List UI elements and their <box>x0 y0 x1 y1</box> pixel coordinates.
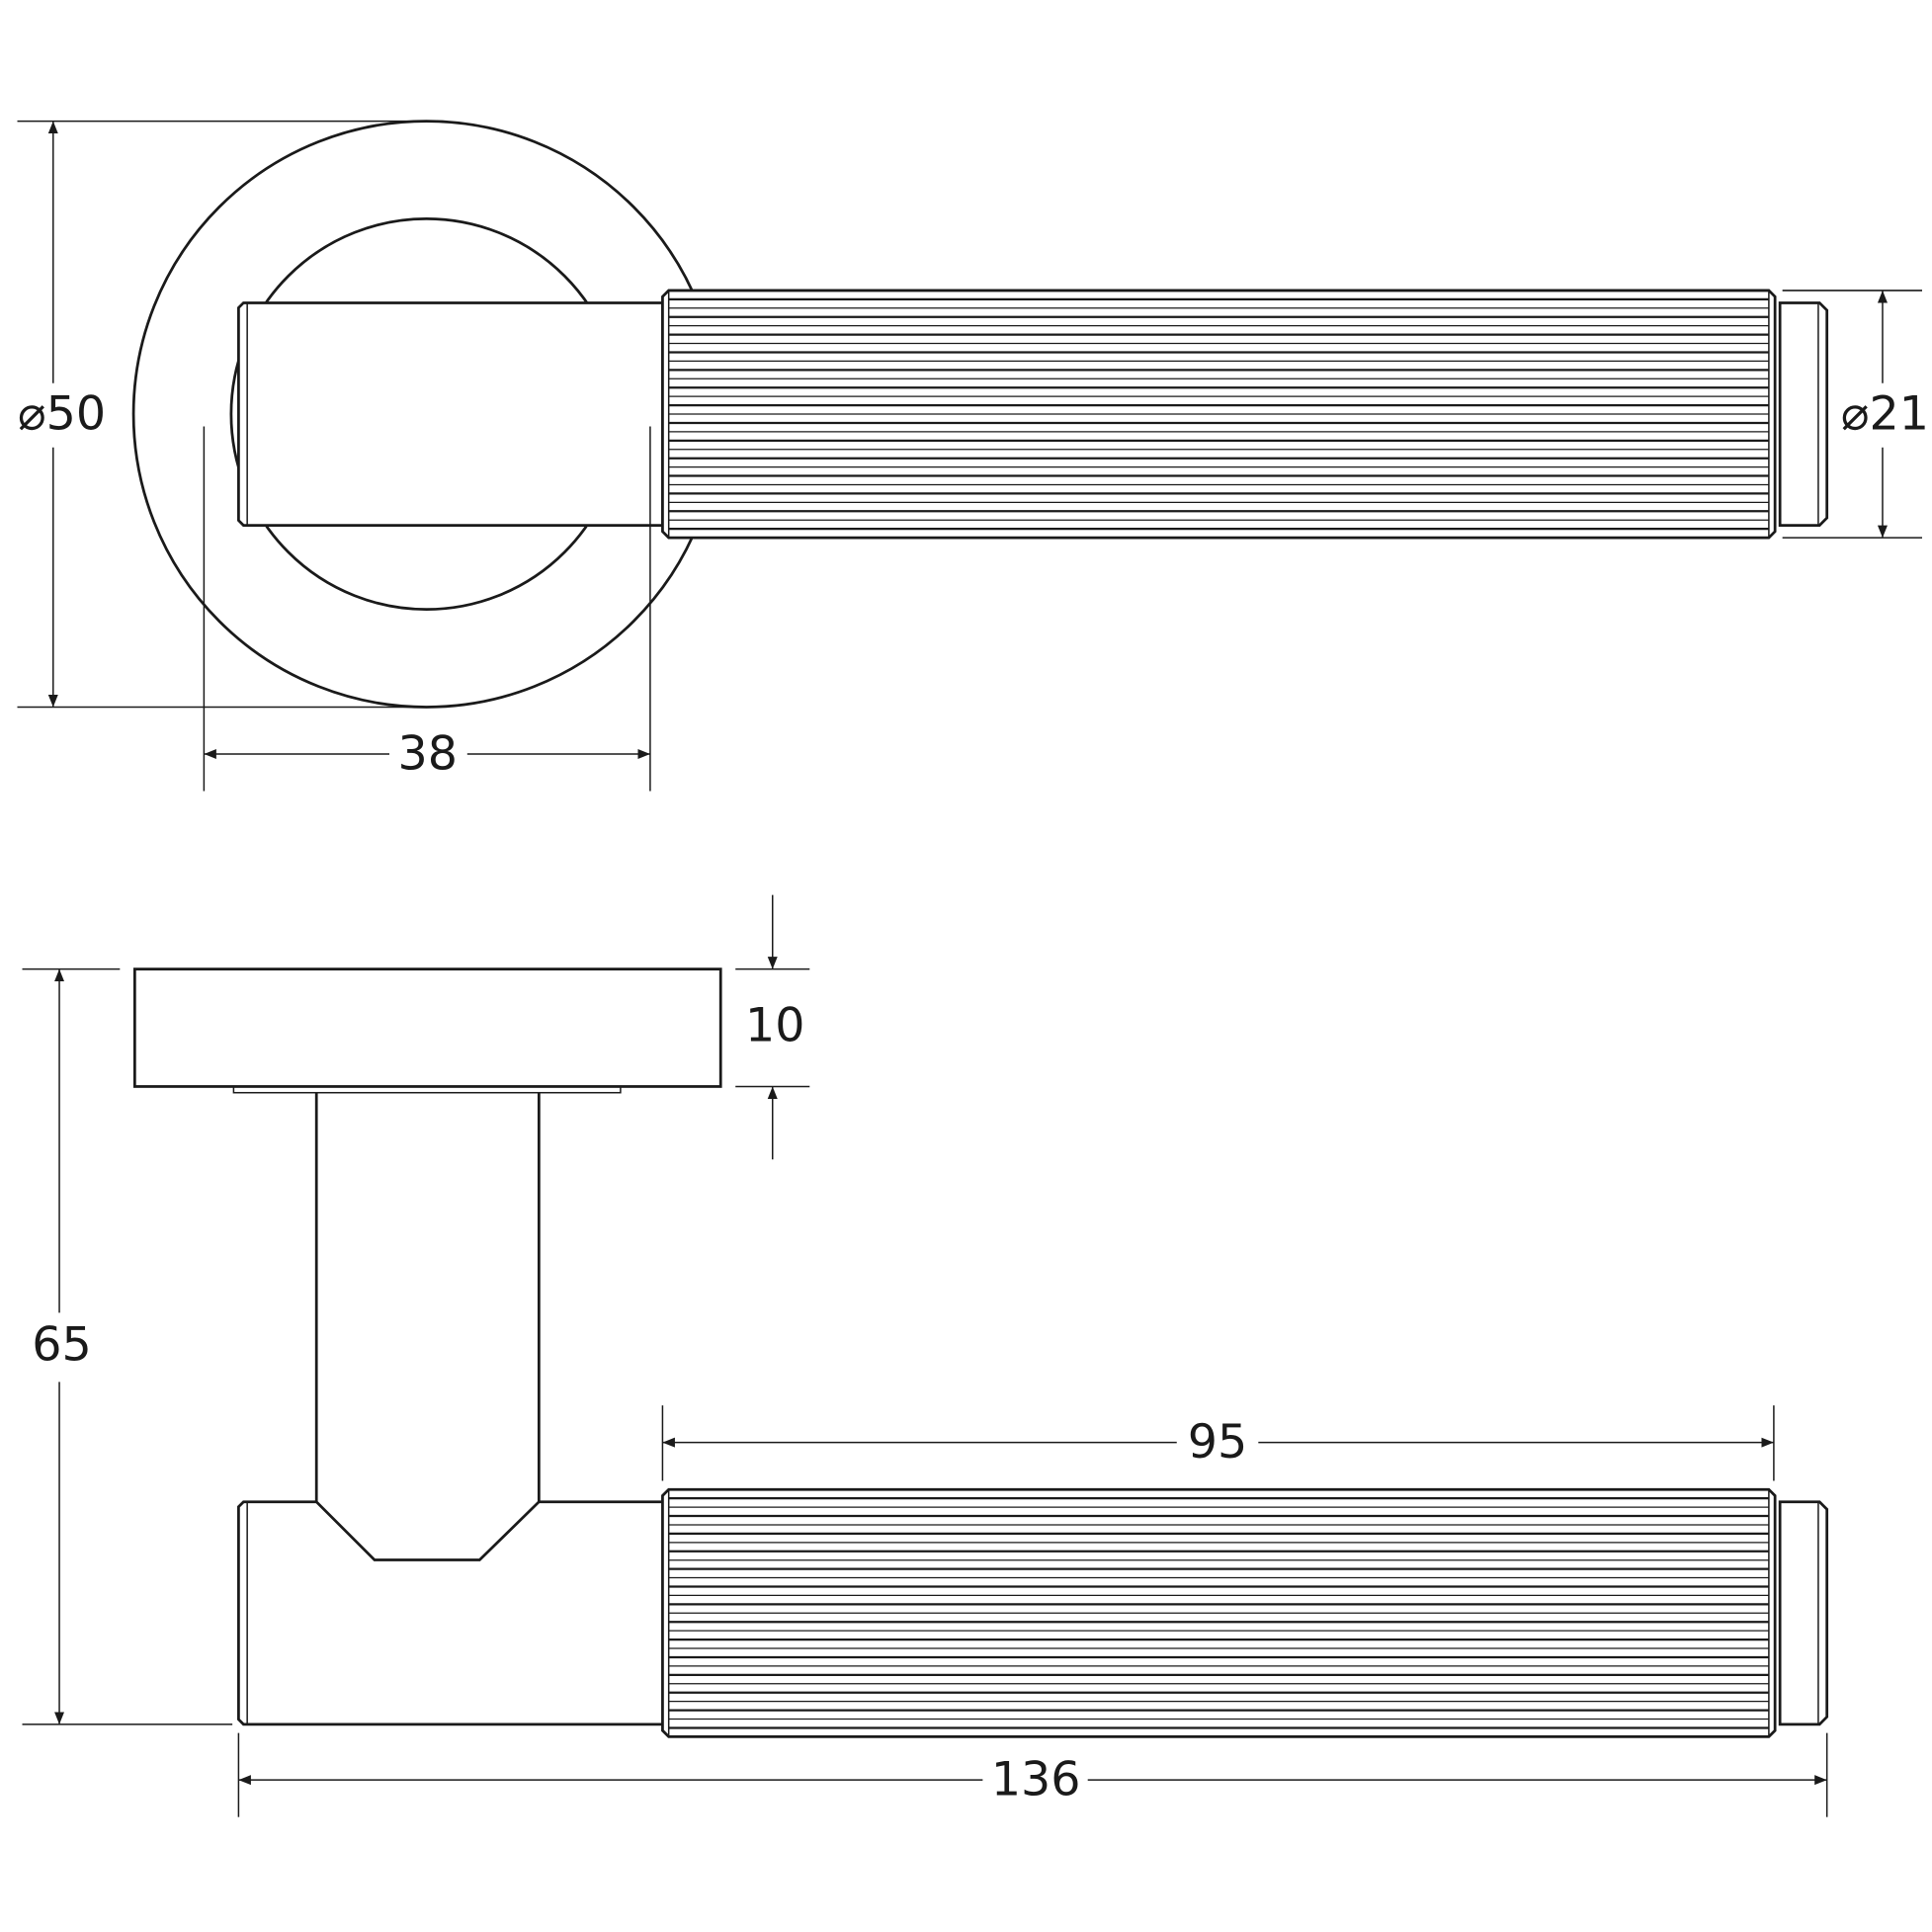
neck <box>314 1092 541 1561</box>
dim-projection: 65 <box>32 1317 91 1372</box>
rose-plate <box>232 1085 622 1094</box>
dimension-lever-diameter: ⌀21 <box>1782 290 1929 539</box>
knurl-lines <box>667 290 1770 539</box>
rose-side <box>132 967 722 1088</box>
dimension-projection: 65 <box>22 967 233 1725</box>
dim-lever-diameter: ⌀21 <box>1841 387 1929 442</box>
dimension-overall-length: 136 <box>237 1732 1828 1817</box>
lever-shank <box>237 301 664 527</box>
end-cap <box>1778 301 1829 527</box>
side-view: 10 65 95 136 <box>22 894 1829 1817</box>
dimension-shank-length: 38 <box>203 426 651 792</box>
dim-grip-length: 95 <box>1188 1415 1247 1470</box>
top-view: ⌀50 38 ⌀21 <box>17 120 1929 792</box>
dim-rose-thickness: 10 <box>745 999 804 1053</box>
dimension-rose-diameter: ⌀50 <box>17 120 427 709</box>
lever-shank-side <box>237 1500 663 1726</box>
knurl-lines <box>667 1489 1770 1737</box>
dim-shank-length: 38 <box>398 726 458 781</box>
end-cap-side <box>1778 1500 1829 1726</box>
dimension-rose-thickness: 10 <box>735 894 810 1160</box>
dim-rose-diameter: ⌀50 <box>18 387 106 442</box>
dim-overall-length: 136 <box>991 1753 1081 1807</box>
dimension-grip-length: 95 <box>661 1405 1775 1481</box>
